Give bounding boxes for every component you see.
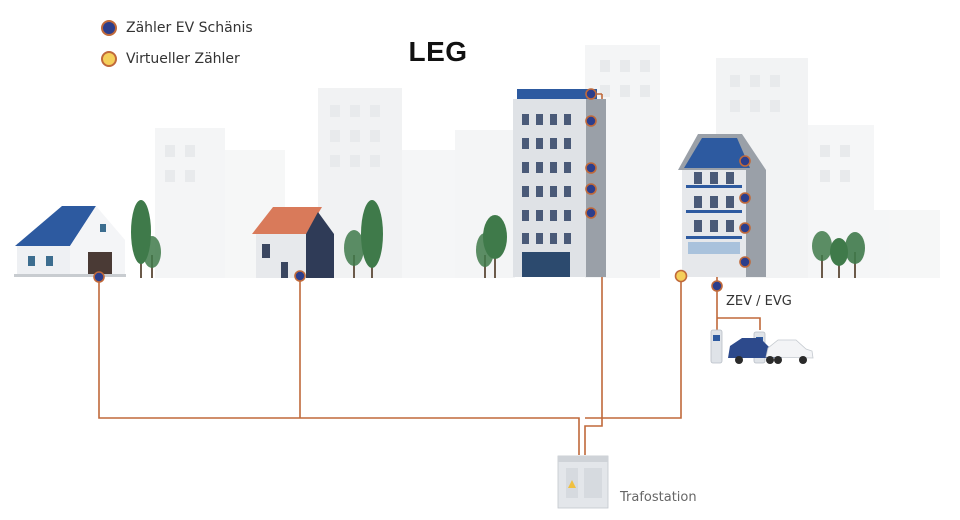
- meter-ev-building-1: [739, 155, 751, 167]
- legend-item-virtual-meter: Virtueller Zähler: [101, 48, 253, 70]
- meter-ev-building-4: [739, 256, 751, 268]
- meters: [93, 88, 751, 292]
- bg-building-9: [874, 210, 940, 278]
- meter-ev-tower-1: [585, 88, 597, 100]
- grid-line-charging: [716, 286, 761, 330]
- meter-ev-dot-icon: [101, 20, 117, 36]
- tree-icon: [361, 200, 383, 278]
- farmhouse-roof: [15, 206, 96, 246]
- transformer-icon: [557, 455, 609, 509]
- legend: Zähler EV Schänis Virtueller Zähler: [101, 17, 253, 79]
- bg-windows: [165, 60, 850, 182]
- meter-ev-tower-4: [585, 183, 597, 195]
- tree-icon: [830, 238, 848, 278]
- tower-entrance: [522, 252, 570, 277]
- meter-ev-building-3: [739, 222, 751, 234]
- tree-icon: [812, 231, 832, 278]
- meter-ev-house: [294, 270, 306, 282]
- grid-line-virtual: [585, 276, 682, 419]
- meter-ev-building-2: [739, 192, 751, 204]
- car-icon: [728, 338, 814, 364]
- house-icon: [252, 207, 334, 278]
- meter-ev-farmhouse: [93, 271, 105, 283]
- tree-icon: [483, 215, 507, 278]
- bg-building-4: [402, 150, 460, 278]
- tower-solar: [517, 89, 597, 99]
- building-roof: [678, 134, 766, 277]
- meter-ev-tower-2: [585, 115, 597, 127]
- apartment-building-icon: [678, 134, 766, 277]
- meter-ev-tower-3: [585, 162, 597, 174]
- trafo-label: Trafostation: [620, 490, 697, 505]
- diagram-title: LEG: [408, 36, 468, 67]
- house-glass-front: [306, 212, 334, 278]
- tree-icon: [845, 232, 865, 278]
- building-windows: [694, 172, 734, 232]
- house-roof: [252, 207, 322, 234]
- meter-virtual-dot-icon: [101, 51, 117, 67]
- trees: [131, 200, 865, 278]
- building-solar: [684, 138, 750, 168]
- farmhouse-icon: [14, 206, 126, 277]
- legend-label-ev: Zähler EV Schänis: [126, 20, 253, 36]
- legend-label-virtual: Virtueller Zähler: [126, 51, 240, 67]
- grid-line-farmhouse: [98, 277, 580, 455]
- tree-icon: [344, 230, 364, 278]
- zev-label: ZEV / EVG: [726, 294, 792, 309]
- legend-item-ev-meter: Zähler EV Schänis: [101, 17, 253, 39]
- building-balconies: [686, 185, 742, 254]
- meter-ev-tower-5: [585, 207, 597, 219]
- tree-icon: [143, 236, 161, 278]
- tower-windows: [522, 114, 571, 244]
- meter-ev-charging: [711, 280, 723, 292]
- meter-virtual-building: [674, 269, 688, 283]
